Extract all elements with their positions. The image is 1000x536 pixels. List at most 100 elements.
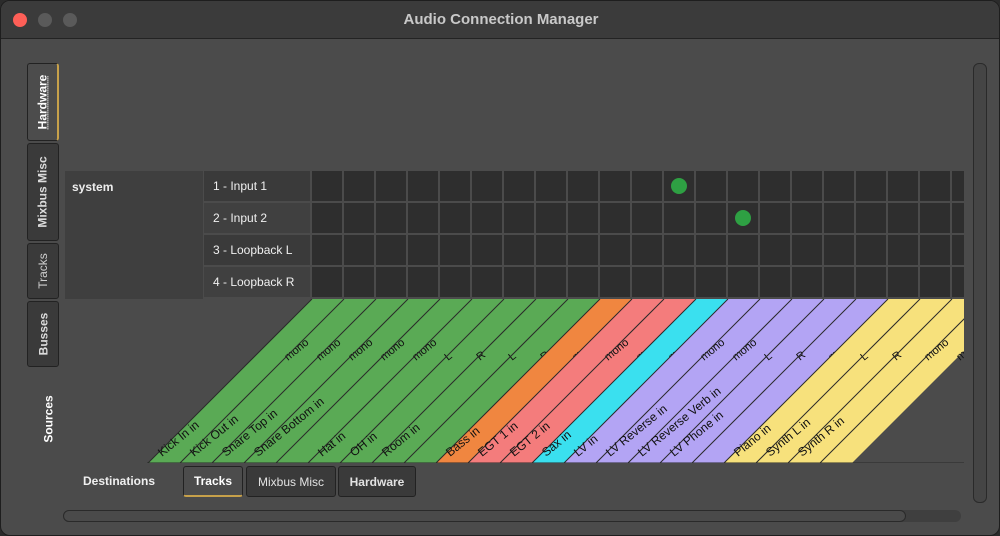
horizontal-scrollbar[interactable]: [63, 510, 906, 522]
dest-tab-hardware[interactable]: Hardware: [338, 466, 416, 497]
matrix-cell[interactable]: [376, 171, 406, 201]
matrix-cell[interactable]: [824, 235, 854, 265]
connection-dot[interactable]: [671, 178, 687, 194]
minimize-window-button[interactable]: [38, 13, 52, 27]
source-tab-hardware[interactable]: Hardware: [27, 63, 59, 141]
matrix-cell[interactable]: [408, 235, 438, 265]
matrix-cell[interactable]: [952, 203, 964, 233]
matrix-cell[interactable]: [504, 235, 534, 265]
matrix-cell[interactable]: [440, 235, 470, 265]
matrix-cell[interactable]: [664, 235, 694, 265]
source-group-system: system: [65, 171, 203, 299]
matrix-cell[interactable]: [920, 171, 950, 201]
matrix-cell[interactable]: [856, 267, 886, 297]
matrix-cell[interactable]: [440, 203, 470, 233]
matrix-cell[interactable]: [696, 203, 726, 233]
matrix-cell[interactable]: [696, 235, 726, 265]
matrix-cell[interactable]: [856, 171, 886, 201]
zoom-window-button[interactable]: [63, 13, 77, 27]
matrix-cell[interactable]: [376, 203, 406, 233]
matrix-cell[interactable]: [696, 267, 726, 297]
matrix-cell[interactable]: [344, 203, 374, 233]
matrix-cell[interactable]: [600, 235, 630, 265]
matrix-cell[interactable]: [856, 203, 886, 233]
matrix-cell[interactable]: [920, 235, 950, 265]
matrix-cell[interactable]: [696, 171, 726, 201]
close-window-button[interactable]: [13, 13, 27, 27]
matrix-cell[interactable]: [472, 203, 502, 233]
matrix-cell[interactable]: [312, 267, 342, 297]
matrix-cell[interactable]: [568, 267, 598, 297]
matrix-cell[interactable]: [760, 203, 790, 233]
matrix-cell[interactable]: [792, 267, 822, 297]
matrix-cell[interactable]: [888, 235, 918, 265]
matrix-cell[interactable]: [600, 203, 630, 233]
matrix-cell[interactable]: [760, 267, 790, 297]
matrix-cell[interactable]: [792, 203, 822, 233]
matrix-cell[interactable]: [376, 235, 406, 265]
matrix-cell[interactable]: [536, 203, 566, 233]
matrix-cell[interactable]: [568, 235, 598, 265]
matrix-cell[interactable]: [920, 267, 950, 297]
matrix-cell[interactable]: [344, 171, 374, 201]
matrix-cell[interactable]: [728, 235, 758, 265]
matrix-cell[interactable]: [600, 267, 630, 297]
source-tab-mixbus-misc[interactable]: Mixbus Misc: [27, 143, 59, 241]
matrix-cell[interactable]: [888, 203, 918, 233]
matrix-cell[interactable]: [440, 267, 470, 297]
matrix-cell[interactable]: [632, 267, 662, 297]
matrix-cell[interactable]: [824, 171, 854, 201]
dest-tab-mixbus-misc[interactable]: Mixbus Misc: [246, 466, 336, 497]
matrix-cell[interactable]: [600, 171, 630, 201]
matrix-cell[interactable]: [888, 267, 918, 297]
matrix-cell[interactable]: [952, 235, 964, 265]
matrix-cell[interactable]: [952, 171, 964, 201]
matrix-cell[interactable]: [664, 267, 694, 297]
vertical-scrollbar[interactable]: [973, 63, 987, 503]
dest-tab-mixbus-misc-label: Mixbus Misc: [257, 474, 324, 489]
matrix-cell[interactable]: [312, 171, 342, 201]
matrix-cell[interactable]: [888, 171, 918, 201]
matrix-cell[interactable]: [312, 235, 342, 265]
matrix-cell[interactable]: [408, 171, 438, 201]
matrix-cell[interactable]: [632, 203, 662, 233]
matrix-cell[interactable]: [664, 203, 694, 233]
matrix-cell[interactable]: [504, 267, 534, 297]
matrix-cell[interactable]: [728, 267, 758, 297]
matrix-cell[interactable]: [824, 203, 854, 233]
dest-tab-tracks[interactable]: Tracks: [183, 466, 243, 497]
matrix-cell[interactable]: [472, 171, 502, 201]
matrix-cell[interactable]: [536, 235, 566, 265]
matrix-cell[interactable]: [824, 267, 854, 297]
matrix-cell[interactable]: [536, 171, 566, 201]
matrix-cell[interactable]: [568, 203, 598, 233]
source-tab-busses[interactable]: Busses: [27, 301, 59, 367]
matrix-cell[interactable]: [728, 171, 758, 201]
matrix-cell[interactable]: [792, 235, 822, 265]
connection-dot[interactable]: [735, 210, 751, 226]
matrix-cell[interactable]: [440, 171, 470, 201]
matrix-cell[interactable]: [632, 235, 662, 265]
matrix-cell[interactable]: [344, 235, 374, 265]
matrix-cell[interactable]: [920, 203, 950, 233]
matrix-cell[interactable]: [760, 171, 790, 201]
matrix-cell[interactable]: [504, 203, 534, 233]
matrix-cell[interactable]: [632, 171, 662, 201]
matrix-cell[interactable]: [952, 267, 964, 297]
matrix-cell[interactable]: [312, 203, 342, 233]
matrix-cell[interactable]: [504, 171, 534, 201]
matrix-cell[interactable]: [344, 267, 374, 297]
matrix-cell[interactable]: [792, 171, 822, 201]
matrix-cell[interactable]: [376, 267, 406, 297]
matrix-cell[interactable]: [856, 235, 886, 265]
matrix-cell[interactable]: [472, 235, 502, 265]
matrix-cell[interactable]: [536, 267, 566, 297]
matrix-cell[interactable]: [568, 171, 598, 201]
source-tab-tracks[interactable]: Tracks: [27, 243, 59, 299]
matrix-cell[interactable]: [408, 203, 438, 233]
matrix-cell[interactable]: [472, 267, 502, 297]
matrix-cell[interactable]: [408, 267, 438, 297]
matrix-cell[interactable]: [760, 235, 790, 265]
